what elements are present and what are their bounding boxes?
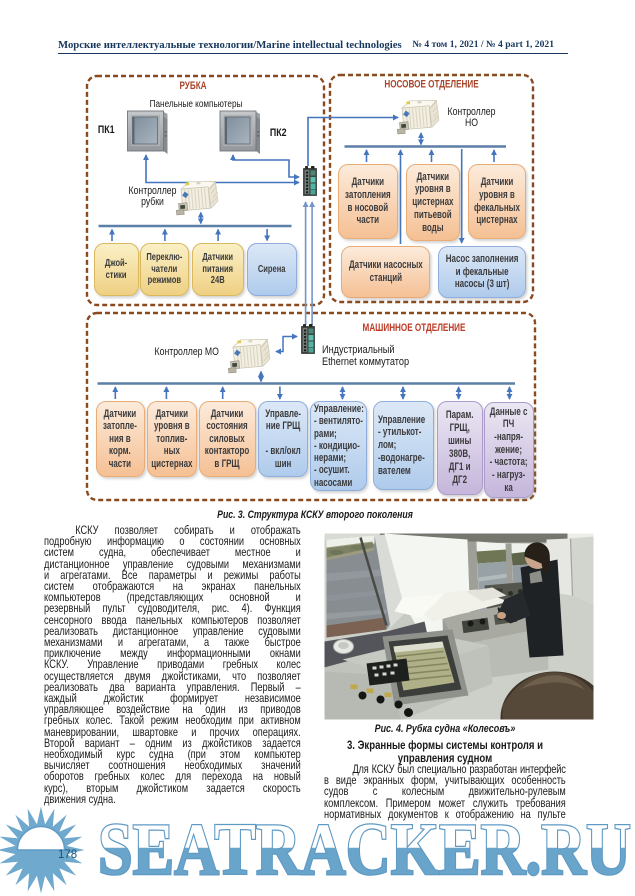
svg-text:РУБКА: РУБКА bbox=[179, 80, 206, 93]
svg-text:НОСОВОЕ ОТДЕЛЕНИЕ: НОСОВОЕ ОТДЕЛЕНИЕ bbox=[384, 78, 479, 91]
svg-text:МАШИННОЕ ОТДЕЛЕНИЕ: МАШИННОЕ ОТДЕЛЕНИЕ bbox=[363, 322, 466, 335]
svg-text:SEATRACKER.RU: SEATRACKER.RU bbox=[98, 809, 631, 891]
